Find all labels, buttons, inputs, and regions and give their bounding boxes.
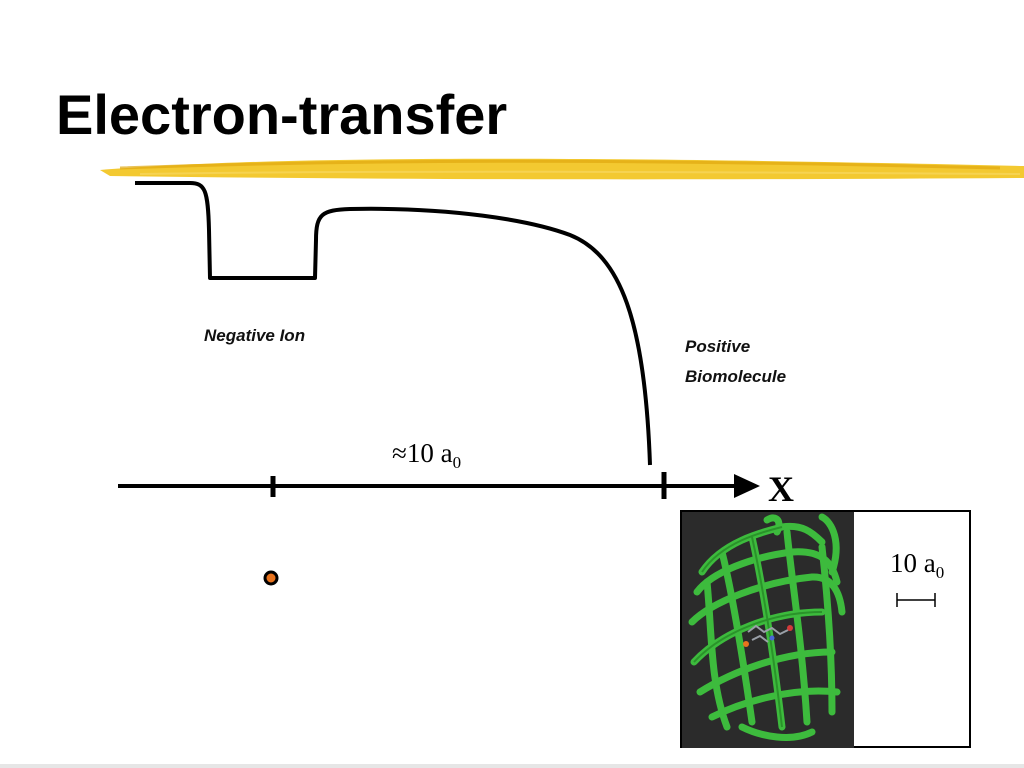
protein-inset: 10 a0 [680, 510, 971, 748]
scale-label: 10 a0 [890, 548, 944, 583]
distance-label-text: ≈10 a [392, 438, 453, 468]
protein-ribbon-drawing [688, 513, 846, 741]
positive-label-line1: Positive [685, 337, 751, 356]
protein-structure-image [682, 512, 854, 748]
negative-ion-label: Negative Ion [204, 326, 306, 345]
slide-title: Electron-transfer [56, 83, 508, 146]
scale-label-text: 10 a [890, 548, 936, 578]
title-underline-brushstroke [100, 158, 1024, 180]
x-axis-arrowhead [734, 474, 760, 498]
scale-bar [896, 593, 936, 607]
distance-label: ≈10 a0 [392, 438, 461, 473]
x-axis-label: X [768, 469, 794, 509]
positive-label-line2: Biomolecule [685, 367, 787, 386]
distance-label-subscript: 0 [452, 453, 462, 472]
footer-rule [0, 764, 1024, 768]
ion-marker [263, 570, 279, 586]
scale-label-subscript: 0 [935, 563, 945, 582]
chromophore [747, 624, 789, 643]
potential-curve [135, 181, 652, 466]
positive-biomolecule-label: Positive Biomolecule [685, 332, 845, 392]
